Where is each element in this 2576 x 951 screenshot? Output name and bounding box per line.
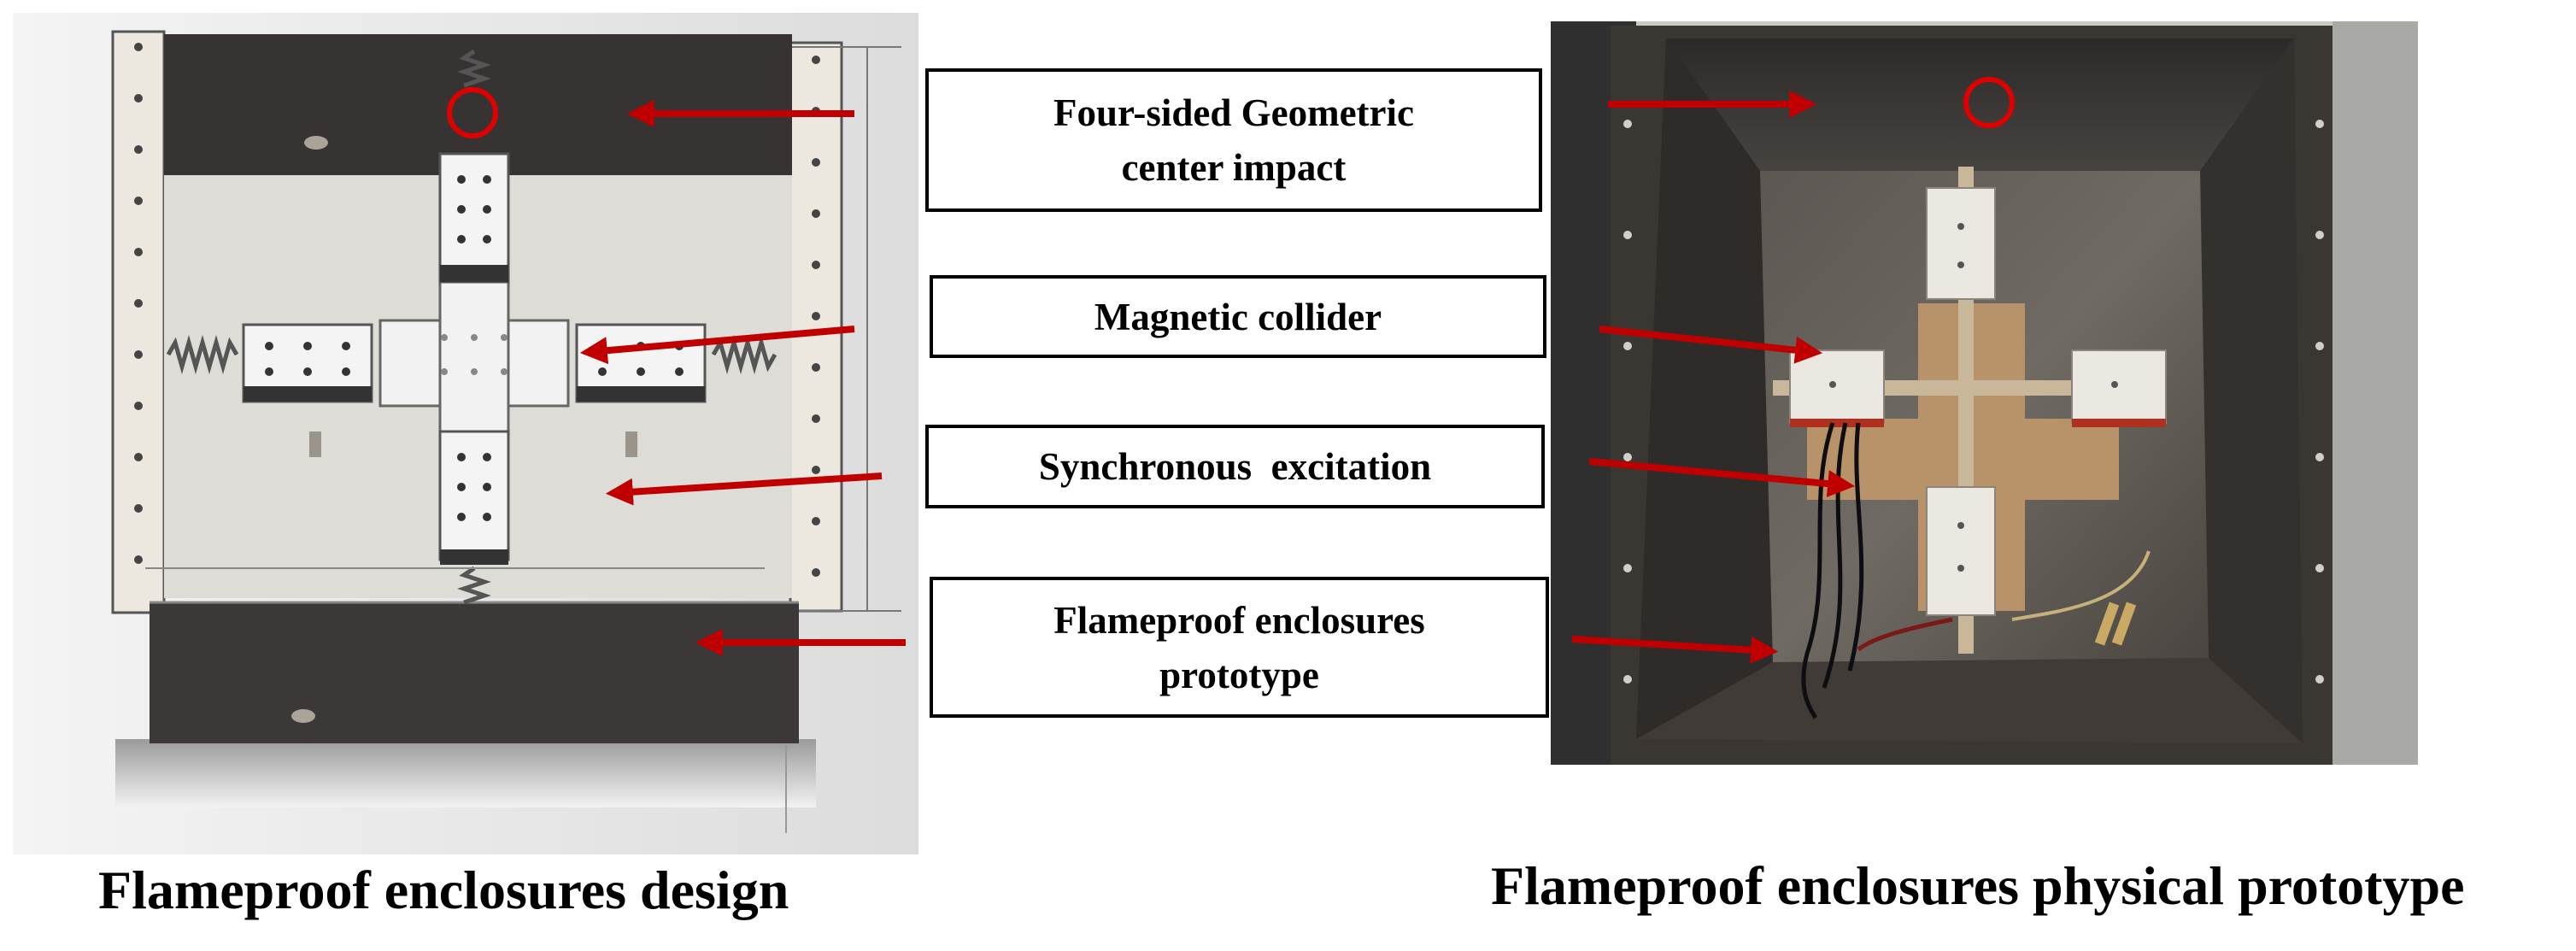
label-box-synchronous-excitation: Synchronous excitation bbox=[925, 425, 1545, 508]
label-box-geometric-center-impact: Four-sided Geometric center impact bbox=[925, 68, 1542, 212]
impact-highlight-circle-prototype bbox=[1963, 77, 2015, 128]
impact-highlight-circle-design bbox=[447, 87, 498, 138]
design-render-image bbox=[13, 13, 918, 854]
label-line: Flameproof enclosures bbox=[1053, 598, 1425, 642]
caption-design: Flameproof enclosures design bbox=[98, 860, 789, 920]
arrow-excitation-left bbox=[605, 473, 883, 506]
prototype-photo-image bbox=[1551, 21, 2418, 765]
caption-prototype: Flameproof enclosures physical prototype bbox=[1491, 855, 2465, 916]
arrow-excitation-right bbox=[1588, 458, 1856, 497]
label-box-flameproof-enclosures-prototype: Flameproof enclosures prototype bbox=[930, 577, 1549, 718]
arrow-collider-left bbox=[579, 326, 855, 365]
label-line: Four-sided Geometric bbox=[1053, 91, 1414, 134]
arrow-collider-right bbox=[1599, 326, 1823, 364]
label-line: center impact bbox=[1121, 146, 1347, 189]
label-line: prototype bbox=[1159, 653, 1319, 696]
label-box-magnetic-collider: Magnetic collider bbox=[930, 275, 1546, 358]
label-line: Magnetic collider bbox=[1094, 295, 1382, 338]
arrow-enclosure-right bbox=[1571, 636, 1779, 664]
label-line: Synchronous excitation bbox=[1038, 445, 1432, 488]
